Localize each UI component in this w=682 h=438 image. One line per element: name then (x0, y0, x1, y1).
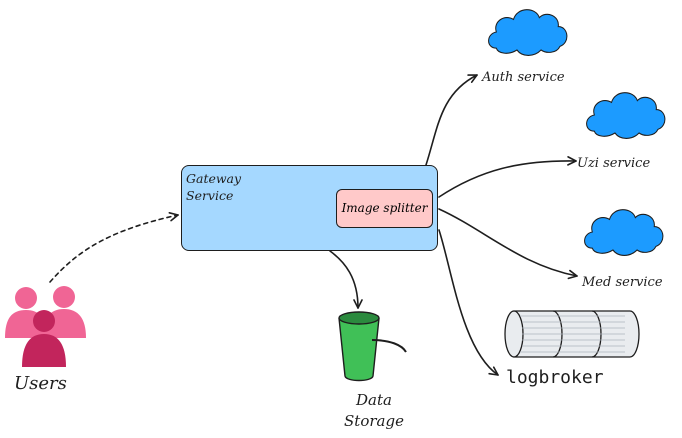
med-service-label: Med service (582, 275, 663, 290)
bucket-icon (338, 311, 407, 382)
users-label: Users (14, 373, 67, 394)
users-icon (5, 286, 86, 367)
edge-users-to-gateway (49, 212, 179, 283)
edge-gateway-to-auth (425, 74, 478, 166)
image-splitter-node[interactable]: Image splitter (336, 189, 433, 228)
cloud-icon (584, 209, 664, 256)
gateway-service-label: Gateway Service (186, 171, 242, 203)
edge-gateway-to-med (438, 208, 578, 280)
edge-gateway-to-storage (329, 250, 363, 309)
edge-gateway-to-uzi (438, 156, 577, 198)
uzi-service-label: Uzi service (577, 156, 651, 171)
cloud-icon (488, 9, 568, 56)
data-storage-label: Data Storage (344, 391, 404, 430)
edge-gateway-to-logbroker (438, 229, 499, 376)
queue-icon (504, 310, 640, 358)
cloud-icon (586, 92, 666, 139)
auth-service-label: Auth service (482, 70, 565, 85)
logbroker-label: logbroker (506, 367, 604, 388)
